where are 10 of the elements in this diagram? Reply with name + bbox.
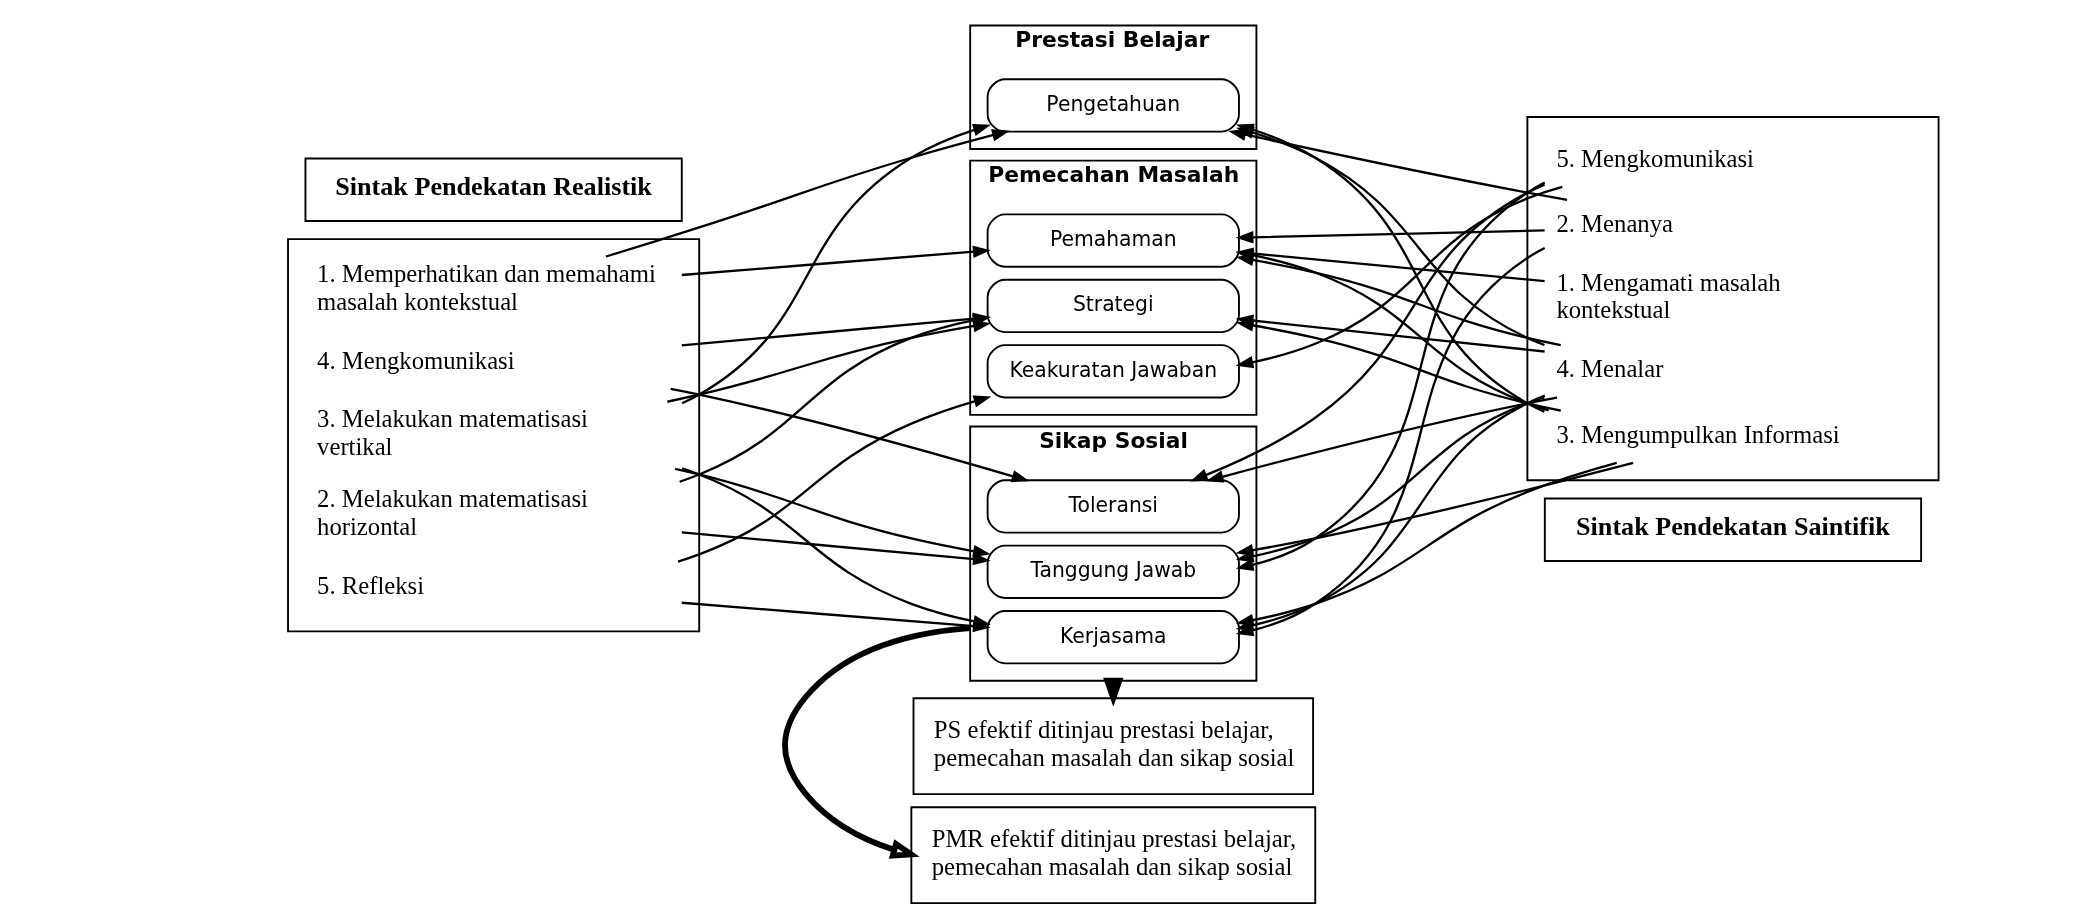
node-text: 4. Mengkomunikasi: [317, 346, 515, 374]
node-text: 3. Mengumpulkan Informasi: [1556, 420, 1840, 448]
node-text: 4. Menalar: [1556, 355, 1664, 383]
node-text: 1. Mengamati masalah kontekstual: [1556, 268, 1781, 324]
node-text: 2. Menanya: [1556, 209, 1673, 237]
node-text: 2. Melakukan matematisasi horizontal: [317, 485, 588, 540]
node-text: 1. Memperhatikan dan memahami masalah kontekstual: [317, 260, 656, 315]
node-text: 5. Mengkomunikasi: [1556, 144, 1754, 172]
node-text: 5. Refleksi: [317, 571, 425, 599]
node-text: 3. Melakukan matematisasi vertikal: [317, 405, 588, 461]
